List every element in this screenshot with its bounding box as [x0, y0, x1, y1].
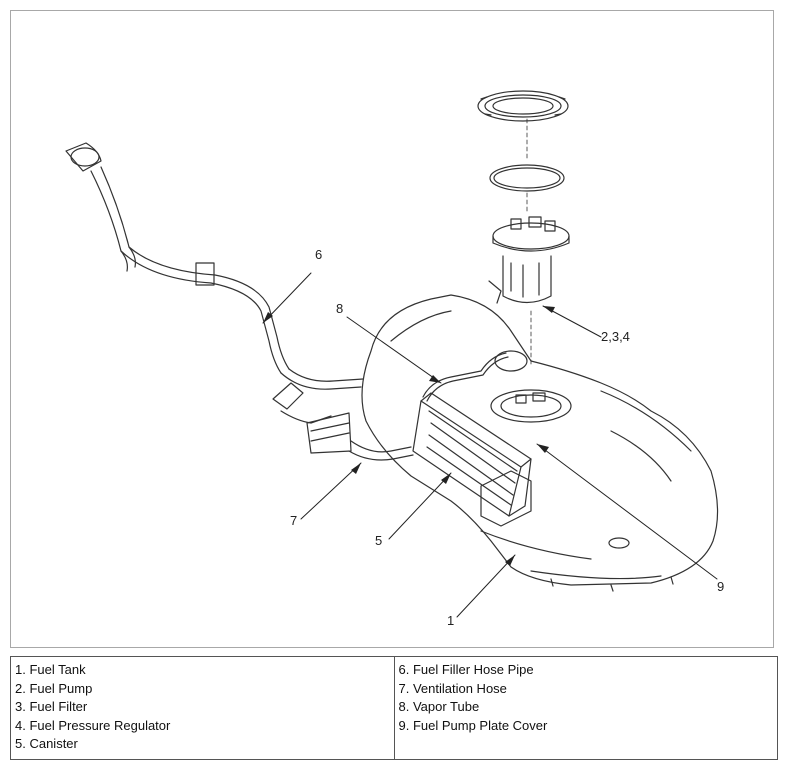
- callout-6: 6: [315, 247, 322, 262]
- callout-5: 5: [375, 533, 382, 548]
- legend-item-canister: 5. Canister: [15, 736, 78, 751]
- legend-item-fuel-filler-hose-pipe: 6. Fuel Filler Hose Pipe: [398, 662, 534, 677]
- leader-lines: [262, 272, 718, 618]
- vapor-tube: [422, 352, 507, 398]
- ventilation-hose: [348, 440, 414, 461]
- tank-pump-opening: [490, 389, 572, 423]
- diagram-drawing: 6 8 2,3,4 7 5 9 1: [65, 90, 724, 628]
- legend-item-fuel-pressure-regulator: 4. Fuel Pressure Regulator: [15, 717, 171, 733]
- assembly-axis: [526, 118, 532, 367]
- legend-item-fuel-pump-plate-cover: 9. Fuel Pump Plate Cover: [398, 717, 548, 733]
- callout-8: 8: [336, 301, 343, 316]
- callout-9: 9: [717, 579, 724, 594]
- fuel-tank: [361, 294, 719, 592]
- fuel-pump-module: [488, 216, 570, 304]
- legend-item-fuel-filter: 3. Fuel Filter: [15, 699, 88, 714]
- legend-item-fuel-pump: 2. Fuel Pump: [15, 680, 93, 696]
- callout-7: 7: [290, 513, 297, 528]
- callout-2-3-4: 2,3,4: [601, 329, 630, 344]
- gasket-ring: [489, 164, 565, 192]
- legend-item-ventilation-hose: 7. Ventilation Hose: [398, 680, 507, 696]
- filler-bracket: [306, 412, 352, 454]
- canister: [412, 392, 532, 527]
- legend-column-right: 6. Fuel Filler Hose Pipe 7. Ventilation …: [395, 657, 778, 759]
- callout-1: 1: [447, 613, 454, 628]
- legend-column-left: 1. Fuel Tank 2. Fuel Pump 3. Fuel Filter…: [11, 657, 395, 759]
- fuel-filler-hose-pipe: [65, 142, 364, 424]
- legend-item-fuel-tank: 1. Fuel Tank: [15, 662, 86, 677]
- parts-legend: 1. Fuel Tank 2. Fuel Pump 3. Fuel Filter…: [10, 656, 778, 760]
- legend-item-vapor-tube: 8. Vapor Tube: [398, 699, 480, 714]
- pressure-regulator-port: [494, 350, 528, 372]
- exploded-diagram: 6 8 2,3,4 7 5 9 1: [10, 10, 774, 648]
- pump-plate-ring: [477, 90, 569, 122]
